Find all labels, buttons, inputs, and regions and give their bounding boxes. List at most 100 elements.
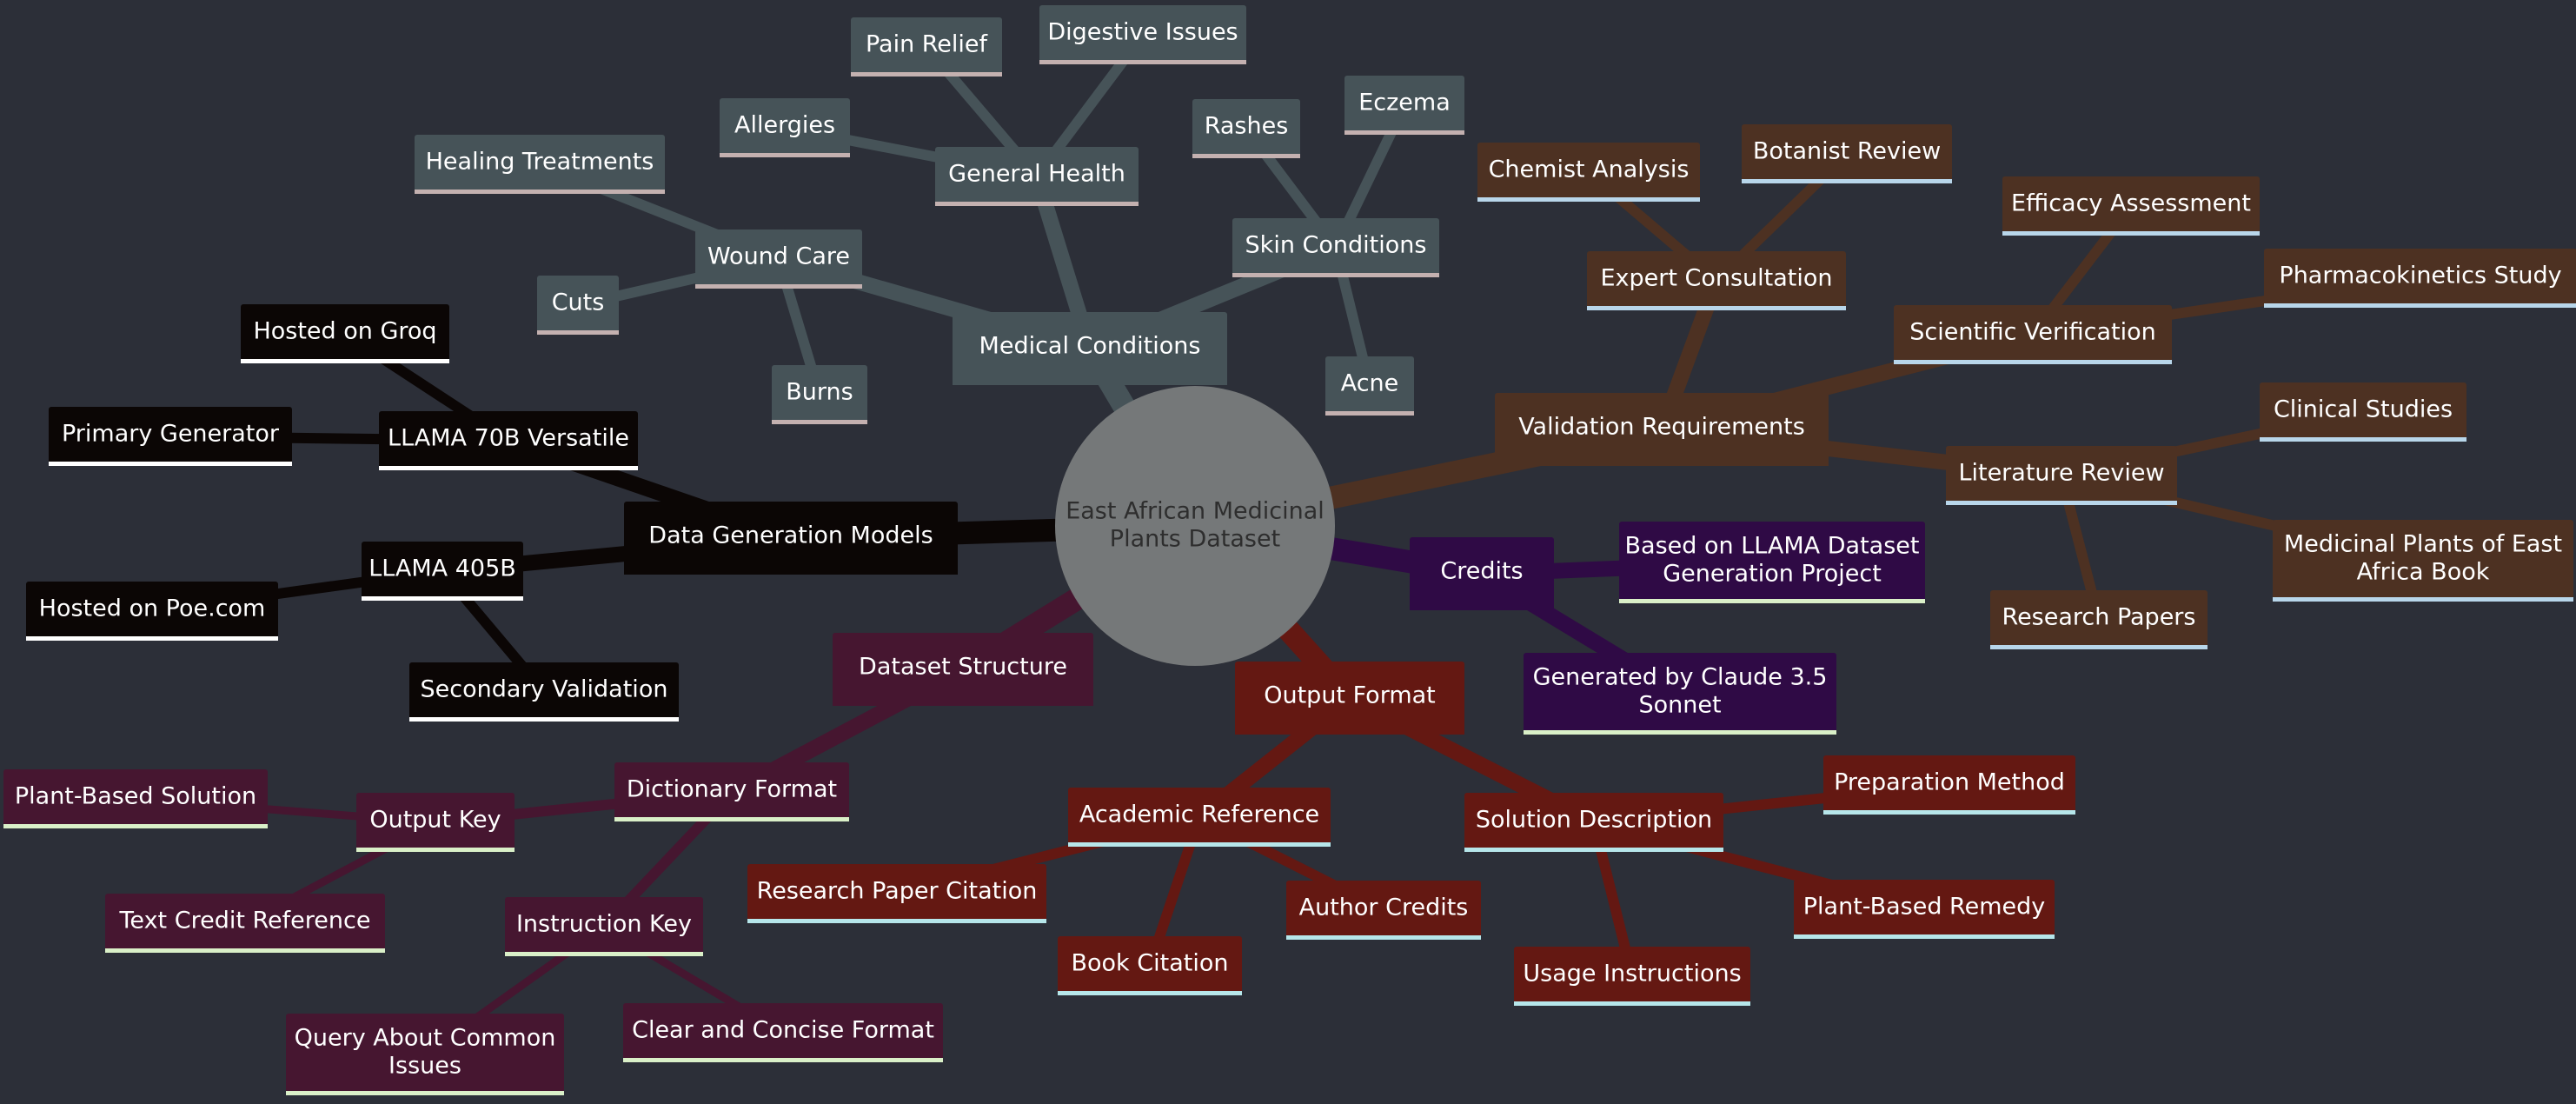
node-label: Author Credits bbox=[1299, 895, 1469, 921]
node-label: Text Credit Reference bbox=[119, 908, 371, 934]
node-data-generation-models[interactable]: Data Generation Models bbox=[624, 502, 958, 575]
node-label: Rashes bbox=[1205, 113, 1289, 140]
node-academic-reference[interactable]: Academic Reference bbox=[1068, 788, 1331, 847]
node-botanist-review[interactable]: Botanist Review bbox=[1742, 124, 1952, 183]
node-box bbox=[505, 897, 703, 956]
node-underline bbox=[49, 462, 292, 466]
node-output-format[interactable]: Output Format bbox=[1235, 662, 1464, 735]
node-acne[interactable]: Acne bbox=[1325, 356, 1414, 416]
node-research-paper-citation[interactable]: Research Paper Citation bbox=[747, 864, 1046, 923]
node-expert-consultation[interactable]: Expert Consultation bbox=[1587, 251, 1846, 310]
node-underline bbox=[1058, 991, 1242, 995]
node-rashes[interactable]: Rashes bbox=[1192, 99, 1300, 158]
node-plant-based-remedy[interactable]: Plant-Based Remedy bbox=[1794, 880, 2055, 939]
node-label: Plant-Based Remedy bbox=[1803, 894, 2045, 921]
node-author-credits[interactable]: Author Credits bbox=[1286, 881, 1481, 940]
node-box bbox=[49, 407, 292, 466]
node-box bbox=[1823, 755, 2075, 815]
node-dataset-structure[interactable]: Dataset Structure bbox=[833, 633, 1093, 706]
node-hosted-on-groq[interactable]: Hosted on Groq bbox=[241, 304, 449, 363]
node-hosted-on-poe[interactable]: Hosted on Poe.com bbox=[26, 582, 278, 641]
node-box bbox=[1894, 305, 2172, 364]
node-box bbox=[747, 864, 1046, 923]
node-instruction-key[interactable]: Instruction Key bbox=[505, 897, 703, 956]
node-box bbox=[1464, 793, 1723, 852]
node-usage-instructions[interactable]: Usage Instructions bbox=[1514, 947, 1750, 1006]
node-underline bbox=[1990, 645, 2208, 649]
node-clinical-studies[interactable]: Clinical Studies bbox=[2260, 382, 2466, 442]
node-underline bbox=[851, 72, 1002, 76]
node-label: LLAMA 405B bbox=[368, 555, 516, 582]
node-box bbox=[623, 1003, 943, 1062]
node-burns[interactable]: Burns bbox=[772, 365, 867, 424]
node-skin-conditions[interactable]: Skin Conditions bbox=[1232, 218, 1439, 277]
node-box bbox=[772, 365, 867, 424]
node-label: Skin Conditions bbox=[1245, 232, 1427, 259]
node-cuts[interactable]: Cuts bbox=[537, 276, 619, 335]
node-wound-care[interactable]: Wound Care bbox=[695, 229, 862, 289]
node-chemist-analysis[interactable]: Chemist Analysis bbox=[1477, 143, 1700, 202]
node-credits[interactable]: Credits bbox=[1410, 537, 1554, 610]
node-box bbox=[1990, 590, 2208, 649]
node-label: Wound Care bbox=[707, 243, 850, 270]
node-underline bbox=[695, 284, 862, 289]
node-preparation-method[interactable]: Preparation Method bbox=[1823, 755, 2075, 815]
node-output-key[interactable]: Output Key bbox=[356, 793, 515, 852]
node-underline bbox=[356, 848, 515, 852]
node-underline bbox=[624, 570, 958, 575]
node-clear-concise-format[interactable]: Clear and Concise Format bbox=[623, 1003, 943, 1062]
node-validation-requirements[interactable]: Validation Requirements bbox=[1495, 393, 1829, 466]
root-label-line: Plants Dataset bbox=[1110, 526, 1280, 553]
node-box bbox=[1058, 936, 1242, 995]
node-primary-generator[interactable]: Primary Generator bbox=[49, 407, 292, 466]
node-llama-70b[interactable]: LLAMA 70B Versatile bbox=[379, 411, 638, 470]
node-medical-conditions[interactable]: Medical Conditions bbox=[953, 312, 1227, 385]
node-label: Dataset Structure bbox=[859, 654, 1067, 681]
node-box bbox=[537, 276, 619, 335]
node-box bbox=[409, 662, 679, 722]
node-underline bbox=[1477, 197, 1700, 202]
node-digestive-issues[interactable]: Digestive Issues bbox=[1039, 5, 1246, 64]
node-text-credit-reference[interactable]: Text Credit Reference bbox=[105, 894, 385, 953]
node-healing-treatments[interactable]: Healing Treatments bbox=[415, 135, 665, 194]
node-dictionary-format[interactable]: Dictionary Format bbox=[614, 762, 849, 821]
node-efficacy-assessment[interactable]: Efficacy Assessment bbox=[2002, 176, 2260, 236]
node-label: Credits bbox=[1440, 558, 1523, 585]
node-box bbox=[2002, 176, 2260, 236]
node-underline bbox=[3, 824, 268, 828]
node-box bbox=[1524, 653, 1836, 735]
node-solution-description[interactable]: Solution Description bbox=[1464, 793, 1723, 852]
node-box bbox=[1946, 446, 2177, 505]
node-scientific-verification[interactable]: Scientific Verification bbox=[1894, 305, 2172, 364]
node-llama-405b[interactable]: LLAMA 405B bbox=[362, 542, 523, 601]
node-secondary-validation[interactable]: Secondary Validation bbox=[409, 662, 679, 722]
node-book-citation[interactable]: Book Citation bbox=[1058, 936, 1242, 995]
node-underline bbox=[747, 919, 1046, 923]
node-label: Digestive Issues bbox=[1047, 19, 1238, 46]
node-pain-relief[interactable]: Pain Relief bbox=[851, 17, 1002, 76]
node-general-health[interactable]: General Health bbox=[935, 147, 1139, 206]
node-label: Dictionary Format bbox=[627, 776, 837, 803]
node-box bbox=[1495, 393, 1829, 466]
node-box bbox=[833, 633, 1093, 706]
node-box bbox=[379, 411, 638, 470]
node-literature-review[interactable]: Literature Review bbox=[1946, 446, 2177, 505]
node-pharmacokinetics-study[interactable]: Pharmacokinetics Study bbox=[2264, 249, 2576, 308]
node-label: Scientific Verification bbox=[1909, 319, 2155, 346]
node-allergies[interactable]: Allergies bbox=[720, 98, 850, 157]
node-underline bbox=[772, 420, 867, 424]
node-underline bbox=[1286, 935, 1481, 940]
node-eczema[interactable]: Eczema bbox=[1344, 76, 1464, 135]
node-underline bbox=[1514, 1001, 1750, 1006]
node-label: Acne bbox=[1341, 370, 1399, 397]
node-plant-based-solution[interactable]: Plant-Based Solution bbox=[3, 769, 268, 828]
node-research-papers[interactable]: Research Papers bbox=[1990, 590, 2208, 649]
node-box bbox=[2260, 382, 2466, 442]
node-underline bbox=[2264, 303, 2576, 308]
node-underline bbox=[614, 817, 849, 821]
